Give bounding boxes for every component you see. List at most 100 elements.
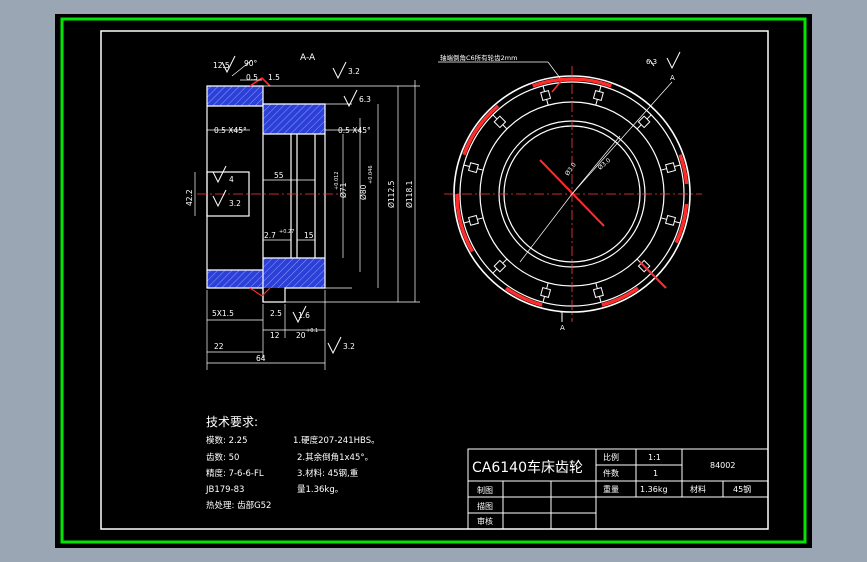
tech-title: 技术要求: [206,415,258,429]
tech-param-2: 精度: 7-6-6-FL [206,468,264,479]
scale-label: 比例 [603,452,619,462]
hatch-top-right [263,104,325,134]
gear-red-arc [678,154,689,185]
part-outline [206,85,326,303]
hatch-bottom-right [263,258,325,288]
material-label: 材料 [690,484,706,494]
dim-d6: 2.7 [264,231,276,240]
dim-d4: 0.5 X45° [338,126,371,135]
gear-red-arc [505,286,543,307]
right-roughness: 6.3 [646,58,657,66]
gear-slot [493,259,507,273]
leader-1 [571,81,673,195]
tech-req-3: 量1.36kg。 [297,485,343,495]
dim-d16: 22 [214,342,224,351]
tech-requirements: 技术要求: 模数: 2.25 齿数: 50 精度: 7-6-6-FL JB179… [205,415,380,511]
scale-value: 1:1 [648,453,661,462]
tech-param-4: 热处理: 齿部G52 [206,500,271,511]
dim-d14: 12 [270,331,280,340]
right-note: 轴端倒角C6所有轮齿2mm [440,53,517,62]
tech-param-1: 齿数: 50 [206,452,239,463]
section-view [197,76,340,303]
gear-slot [493,115,507,129]
tol-t4: +0.046 [368,165,374,184]
angle-label: 90° [244,59,258,68]
dim-d19: 4 [229,175,234,184]
gear-red-arcs [455,77,689,307]
roughness-symbols [212,51,681,355]
leader-3 [519,193,573,263]
dim-d1: 0.5 [246,73,258,82]
section-labels: A-A 90° 0.5 1.5 0.5 X45° 0.5 X45° 55 2.7… [185,53,414,363]
drawing-border [100,30,769,530]
desc-label: 描图 [477,501,493,511]
gear-red-arc [674,203,689,244]
leader-2 [571,135,621,195]
dim-d15: 20 [296,331,306,340]
tol-t3: +0.012 [334,171,340,190]
section-title: A-A [300,53,316,63]
weight-label: 重量 [603,484,619,494]
dim-d9: Ø80 [359,184,368,200]
dim-d11: Ø118.1 [405,180,414,208]
title-block-text: CA6140车床齿轮 比例 1:1 件数 1 84002 重量 1.36kg 材… [472,452,751,526]
note-leader-2 [547,61,561,79]
roughness-r5: 12.5 [213,61,230,70]
gear-slot [592,89,604,101]
notch-detail-bottom [249,287,271,297]
notch-detail [249,76,271,87]
section-dimensions [194,59,420,370]
section-marker-top: A [670,74,675,82]
dim-d8: Ø71 [339,182,348,198]
dim-d3: 0.5 X45° [214,126,247,135]
part-name: CA6140车床齿轮 [472,459,583,476]
gear-slot [665,214,677,226]
gear-slot [467,214,479,226]
roughness-r1: 3.2 [348,67,360,76]
dim-d10: Ø112.5 [387,180,396,208]
tol-t1: +0.27 [279,229,294,235]
roughness-r3: 1.6 [298,311,310,320]
drawn-label: 制图 [477,485,493,495]
hatch-bottom-left [207,270,263,288]
dim-d7: 15 [304,231,314,240]
gear-slot [540,89,552,101]
hatch-top-left [207,86,263,106]
roughness-r2: 6.3 [359,95,371,104]
gear-slot [637,115,651,129]
red-diagonal-1 [539,159,605,227]
review-label: 审核 [477,516,493,526]
roughness-right [649,59,655,67]
gear-view [438,59,702,322]
dim-d18: 42.2 [185,189,194,206]
material-value: 45钢 [733,484,751,494]
dim-d12: 5X1.5 [212,309,234,318]
gear-slot [467,162,479,174]
tech-param-3: JB179-83 [205,485,244,495]
dim-d13: 2.5 [270,309,282,318]
tech-req-2: 3.材料: 45钢,重 [297,468,359,479]
gear-red-arc [462,104,500,156]
dim-d17: 64 [256,354,266,363]
tech-param-0: 模数: 2.25 [206,435,248,446]
title-block [467,448,769,530]
outer-green-frame [60,17,807,544]
gear-slot [592,287,604,299]
dim-d2: 1.5 [268,73,280,82]
red-diagonal-2 [639,261,667,289]
qty-label: 件数 [603,468,619,478]
tech-req-0: 1.硬度207-241HBS。 [293,435,380,446]
gear-red-arc [601,286,639,307]
section-marker-bottom: A [560,324,565,332]
dim-d5: 55 [274,171,284,180]
red-diagonal-3 [551,79,563,93]
gear-slot [540,287,552,299]
dim-d20: 3.2 [229,199,241,208]
gear-red-arc [455,193,474,253]
weight-value: 1.36kg [640,485,668,494]
gear-slot [665,162,677,174]
sheet-background [55,14,812,548]
tol-t2: +0.1 [306,328,318,334]
tech-req-1: 2.其余倒角1x45°。 [297,452,373,463]
